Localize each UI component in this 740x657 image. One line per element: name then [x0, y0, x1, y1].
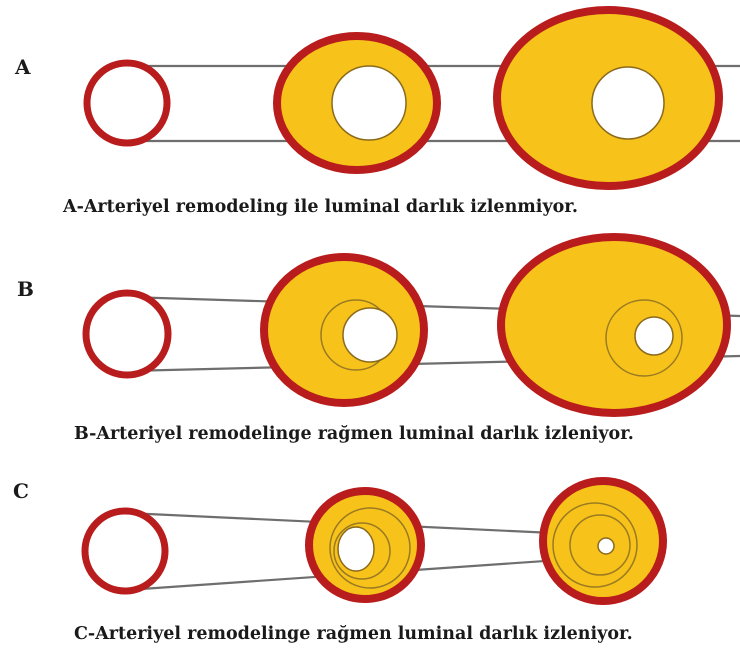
row-b-normal-vessel: [86, 293, 168, 375]
row-c-lumen-medium: [338, 527, 374, 571]
row-a-letter: A: [15, 55, 31, 79]
row-c-normal-vessel: [85, 511, 165, 591]
row-b-large-vessel: [501, 237, 727, 413]
row-c-letter: C: [13, 479, 29, 503]
row-b-lumen-medium: [343, 308, 397, 362]
row-b-graphics: [86, 237, 740, 413]
row-c-caption: C-Arteriyel remodelinge rağmen luminal d…: [74, 624, 633, 644]
row-c-graphics: [85, 481, 663, 601]
row-b-caption: B-Arteriyel remodelinge rağmen luminal d…: [74, 424, 634, 444]
row-a-caption: A-Arteriyel remodeling ile luminal darlı…: [63, 197, 578, 217]
row-b-lumen-small: [635, 317, 673, 355]
row-a-lumen-large: [592, 67, 664, 139]
row-b-letter: B: [17, 277, 34, 301]
row-a-graphics: [87, 10, 740, 186]
row-c-lumen-tiny: [598, 538, 614, 554]
row-a-normal-vessel: [87, 63, 167, 143]
row-a-lumen-medium: [332, 66, 406, 140]
